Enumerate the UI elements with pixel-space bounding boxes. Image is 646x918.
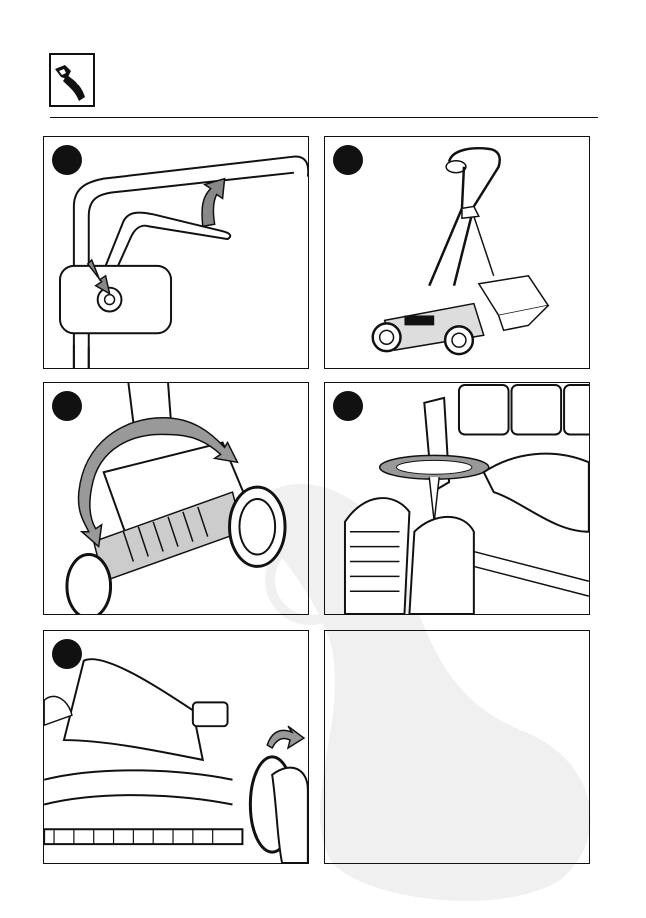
- cylinder-clean-illustration: [44, 631, 308, 863]
- step-panel-1: [43, 136, 309, 369]
- step-panel-2: [324, 136, 590, 369]
- step-panel-6: [324, 630, 590, 864]
- blade-adjust-illustration: [325, 383, 589, 614]
- step-number-1: [52, 145, 82, 175]
- mower-assembled-illustration: [325, 137, 589, 368]
- step-panel-4: [324, 382, 590, 615]
- step-panel-5: [43, 630, 309, 864]
- step-number-2: [333, 145, 363, 175]
- step-number-5: [52, 639, 82, 669]
- step-number-3: [52, 391, 82, 421]
- wrench-hand-icon: [49, 53, 95, 107]
- handle-fold-illustration: [44, 137, 308, 368]
- step-number-4: [333, 391, 363, 421]
- step-panel-3: [43, 382, 309, 615]
- header-rule: [50, 117, 598, 118]
- mower-tilt-illustration: [44, 383, 308, 614]
